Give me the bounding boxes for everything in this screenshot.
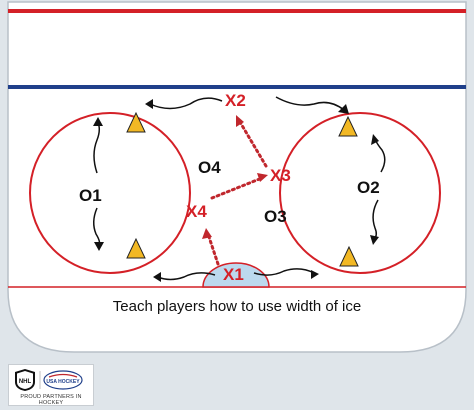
arrowhead bbox=[93, 117, 103, 126]
player-o2: O2 bbox=[357, 178, 380, 197]
arrowhead bbox=[311, 270, 319, 279]
pass-arrowhead bbox=[257, 173, 268, 182]
usa-hockey-logo-icon: USA HOCKEY bbox=[43, 370, 83, 390]
skate-path-x2-left bbox=[149, 97, 223, 110]
skate-path-x1-right bbox=[253, 268, 315, 276]
pass-x3-x2 bbox=[238, 120, 268, 168]
left-faceoff-circle bbox=[29, 112, 191, 274]
arrowhead bbox=[371, 134, 379, 145]
partner-tagline: PROUD PARTNERS IN HOCKEY bbox=[20, 394, 82, 406]
player-x1: X1 bbox=[223, 265, 244, 284]
cone-bottom-left bbox=[126, 237, 146, 259]
skate-path-x1-left bbox=[157, 272, 216, 281]
player-o1: O1 bbox=[79, 186, 102, 205]
player-o3: O3 bbox=[264, 207, 287, 226]
player-x4: X4 bbox=[186, 202, 207, 221]
arrowhead bbox=[370, 235, 379, 245]
cone-top-right bbox=[338, 115, 358, 137]
cone-top-left bbox=[126, 111, 146, 133]
svg-text:USA HOCKEY: USA HOCKEY bbox=[46, 379, 80, 385]
skate-path-o1-up bbox=[93, 121, 101, 174]
pass-x4-x3 bbox=[210, 176, 264, 200]
arrowhead bbox=[94, 242, 104, 251]
player-o4: O4 bbox=[198, 158, 221, 177]
player-x2: X2 bbox=[225, 91, 246, 110]
goal-crease bbox=[202, 262, 270, 288]
partner-badge: NHL USA HOCKEY PROUD PARTNERS IN HOCKEY bbox=[8, 364, 94, 406]
svg-text:NHL: NHL bbox=[19, 379, 32, 385]
pass-arrowhead bbox=[202, 228, 212, 239]
pass-x1-x4 bbox=[206, 232, 220, 266]
arrowhead bbox=[153, 272, 161, 282]
player-x3: X3 bbox=[270, 166, 291, 185]
right-faceoff-circle bbox=[279, 112, 441, 274]
arrowhead bbox=[338, 104, 349, 114]
pass-arrowhead bbox=[236, 115, 244, 127]
arrowhead bbox=[145, 99, 153, 109]
partner-logos: NHL USA HOCKEY bbox=[15, 369, 83, 391]
skate-path-x2-right bbox=[275, 96, 345, 111]
cone-bottom-right bbox=[339, 245, 359, 267]
drill-caption: Teach players how to use width of ice bbox=[112, 298, 362, 315]
nhl-logo-icon: NHL bbox=[15, 369, 35, 391]
